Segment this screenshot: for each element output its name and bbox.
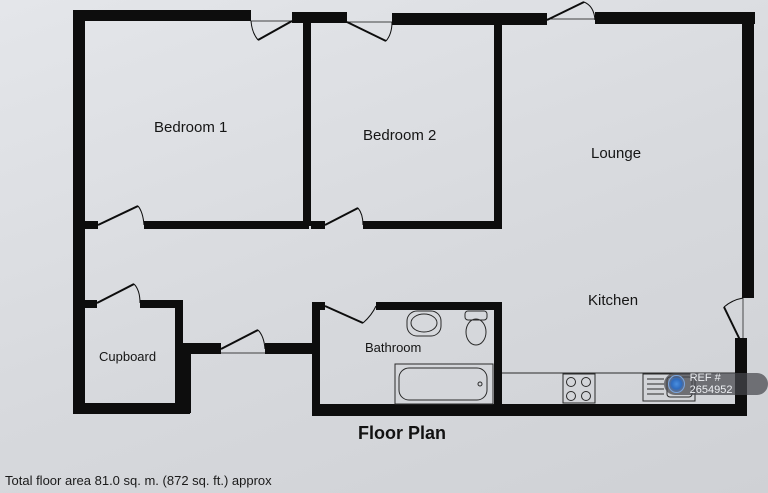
room-label-bedroom-2: Bedroom 2 [363, 127, 437, 144]
basin-bowl-icon [410, 313, 438, 333]
fixtures [394, 310, 735, 405]
room-label-bathroom: Bathroom [365, 340, 422, 355]
toilet-bowl-icon [465, 318, 487, 346]
bath-icon [394, 363, 494, 405]
room-label-lounge: Lounge [591, 145, 642, 162]
room-label-bedroom-1: Bedroom 1 [154, 119, 228, 136]
reference-badge: REF # 2654952 [664, 372, 768, 396]
hob-icon [562, 373, 596, 404]
reference-number: REF # 2654952 [689, 372, 733, 396]
room-label-cupboard: Cupboard [99, 349, 157, 364]
home-icon [668, 375, 685, 393]
floor-plan-title: Floor Plan [358, 423, 447, 443]
basin-icon [406, 310, 442, 337]
total-floor-area: Total floor area 81.0 sq. m. (872 sq. ft… [5, 473, 272, 488]
doors [96, 1, 744, 354]
walls [73, 10, 755, 416]
toilet-cistern-icon [464, 310, 488, 321]
room-label-kitchen: Kitchen [588, 292, 639, 309]
